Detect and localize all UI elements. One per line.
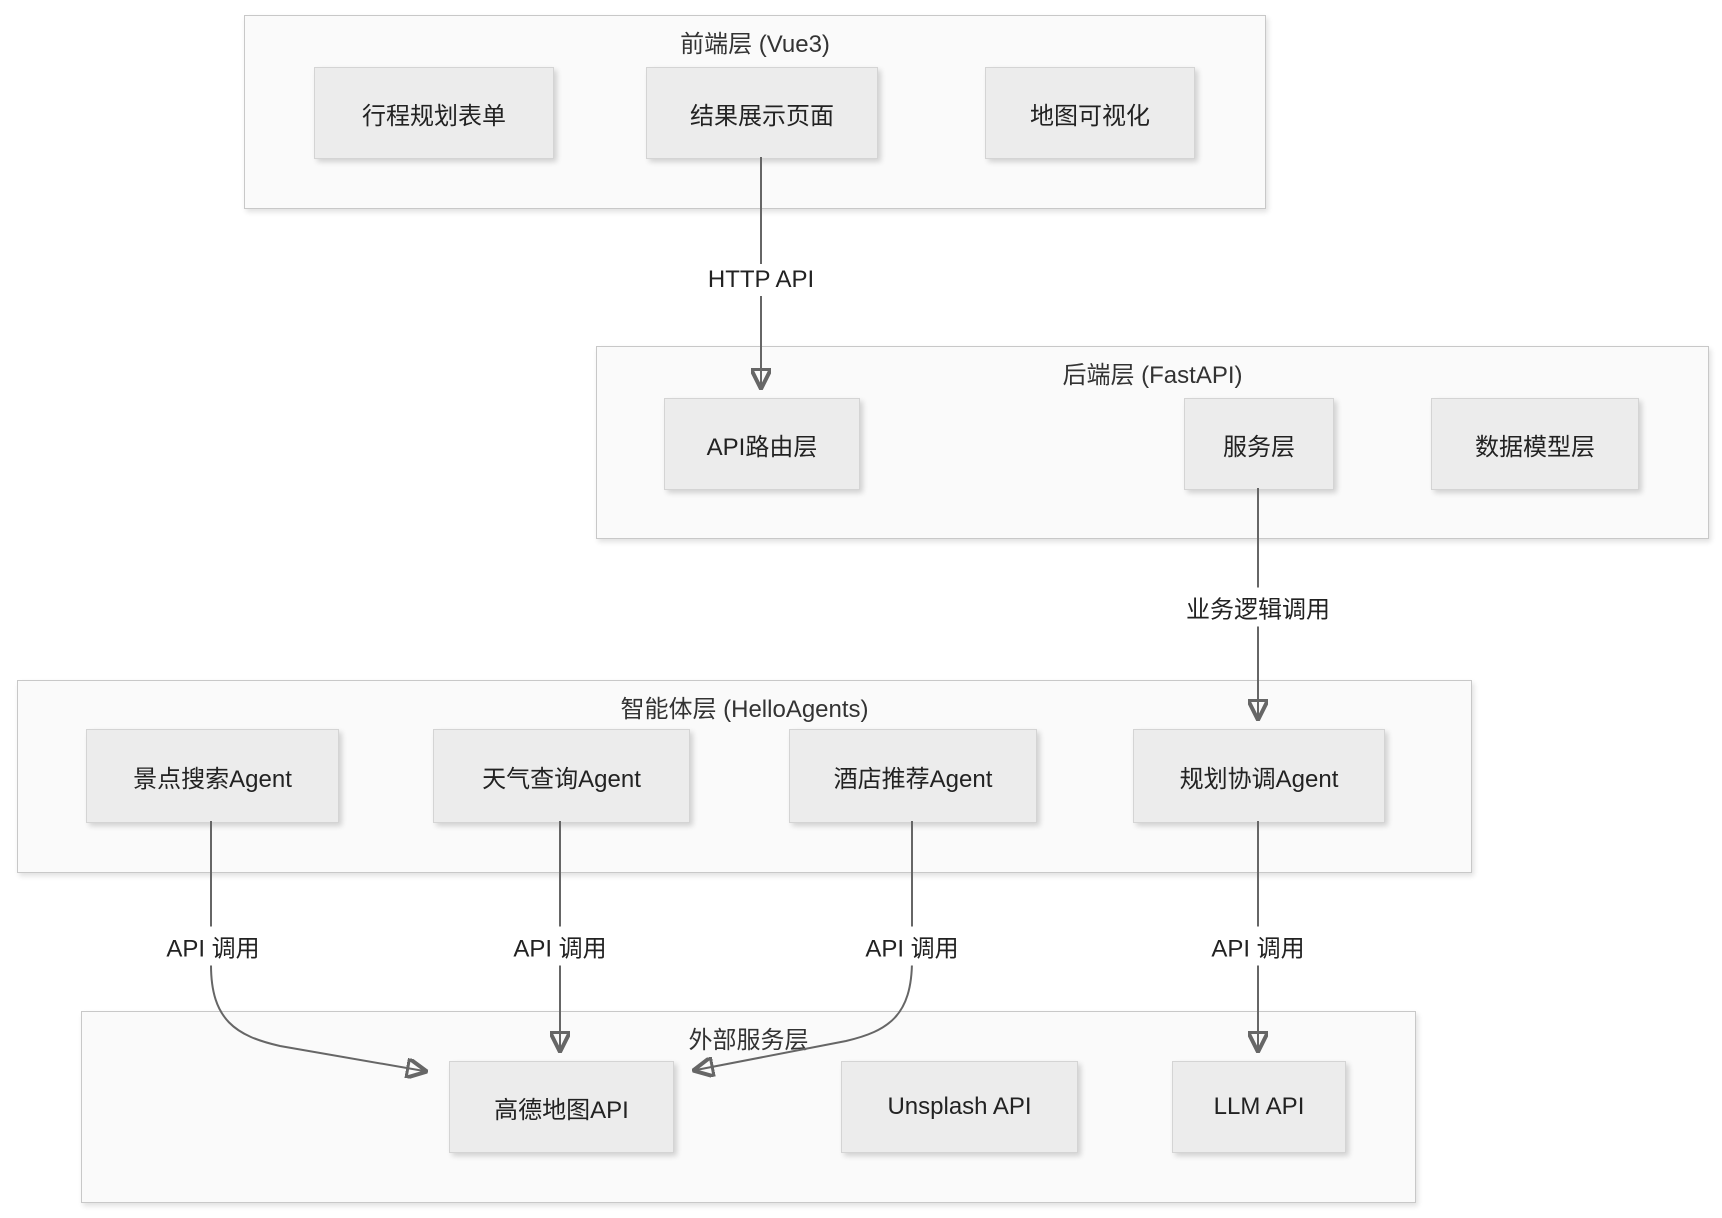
node-service-layer: 服务层 [1184, 398, 1334, 490]
node-llm-api: LLM API [1172, 1061, 1346, 1153]
node-weather-agent: 天气查询Agent [433, 729, 690, 823]
edge-label-api-call-2: API 调用 [505, 926, 615, 966]
node-map-viz: 地图可视化 [985, 67, 1195, 159]
edge-label-http-api: HTTP API [699, 264, 823, 296]
layer-frontend-title: 前端层 (Vue3) [680, 31, 830, 58]
edge-label-business-logic: 业务逻辑调用 [1178, 587, 1338, 627]
node-planner-agent: 规划协调Agent [1133, 729, 1385, 823]
layer-external-title: 外部服务层 [688, 1027, 809, 1054]
node-itinerary-form: 行程规划表单 [314, 67, 554, 159]
edge-label-api-call-3: API 调用 [857, 926, 967, 966]
node-amap-api: 高德地图API [449, 1061, 674, 1153]
edge-label-api-call-4: API 调用 [1203, 926, 1313, 966]
layer-backend-title: 后端层 (FastAPI) [1062, 362, 1243, 389]
node-data-model: 数据模型层 [1431, 398, 1639, 490]
edge-label-api-call-1: API 调用 [158, 926, 268, 966]
node-unsplash-api: Unsplash API [841, 1061, 1078, 1153]
node-hotel-agent: 酒店推荐Agent [789, 729, 1037, 823]
node-poi-search-agent: 景点搜索Agent [86, 729, 339, 823]
node-api-router: API路由层 [664, 398, 860, 490]
layer-agents-title: 智能体层 (HelloAgents) [620, 696, 869, 723]
node-result-page: 结果展示页面 [646, 67, 878, 159]
